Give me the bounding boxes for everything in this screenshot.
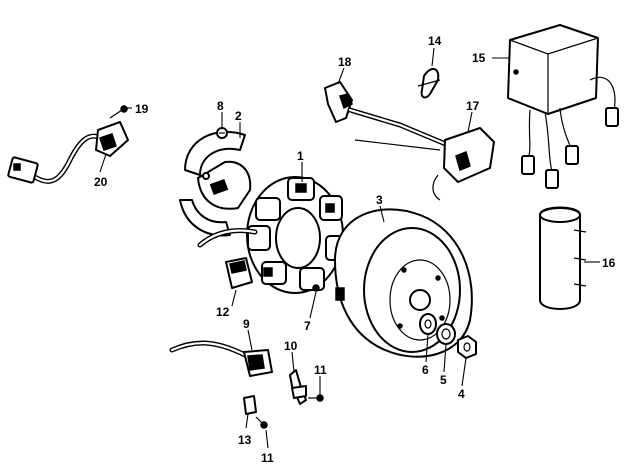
part-16-cylinder (539, 206, 587, 310)
callout-9: 9 (243, 317, 250, 331)
part-5-lock-washer (436, 323, 456, 345)
callout-11a: 11 (314, 363, 327, 377)
callout-16: 16 (602, 256, 616, 270)
part-12-pickup (225, 257, 253, 289)
callout-5: 5 (440, 373, 447, 387)
part-17-ignition-coil (432, 127, 495, 201)
callout-1: 1 (297, 149, 304, 163)
leader-lines (99, 47, 600, 449)
callout-11b: 11 (261, 451, 274, 465)
part-20-wire-harness (7, 121, 129, 184)
part-19-screw (109, 105, 128, 119)
part-9-sensor (169, 340, 273, 377)
part-1-stator (246, 176, 347, 294)
part-18-plug-cap (324, 81, 353, 123)
callout-7: 7 (304, 319, 311, 333)
part-2-backplate (179, 130, 252, 237)
callout-3: 3 (376, 193, 383, 207)
callout-4: 4 (458, 387, 465, 401)
part-6-washer (419, 313, 437, 335)
part-7-pin (312, 284, 320, 292)
part-13-clip (243, 395, 257, 415)
callout-18: 18 (338, 55, 352, 69)
part-11-screw-a (308, 394, 324, 402)
callout-17: 17 (466, 99, 480, 113)
part-11-screw-b (255, 416, 268, 429)
part-4-nut (457, 335, 477, 359)
callout-12: 12 (216, 305, 230, 319)
callout-14: 14 (428, 34, 442, 48)
callout-13: 13 (238, 433, 252, 447)
callout-2: 2 (235, 109, 242, 123)
callout-20: 20 (94, 175, 108, 189)
callout-8: 8 (217, 99, 224, 113)
callout-10: 10 (284, 339, 298, 353)
part-14-clip (417, 68, 441, 99)
part-10-bracket (289, 369, 307, 405)
part-15-cdi-box (507, 24, 619, 189)
callout-6: 6 (422, 363, 429, 377)
callout-15: 15 (472, 51, 486, 65)
callout-19: 19 (135, 102, 149, 116)
part-8-screw (216, 127, 228, 139)
